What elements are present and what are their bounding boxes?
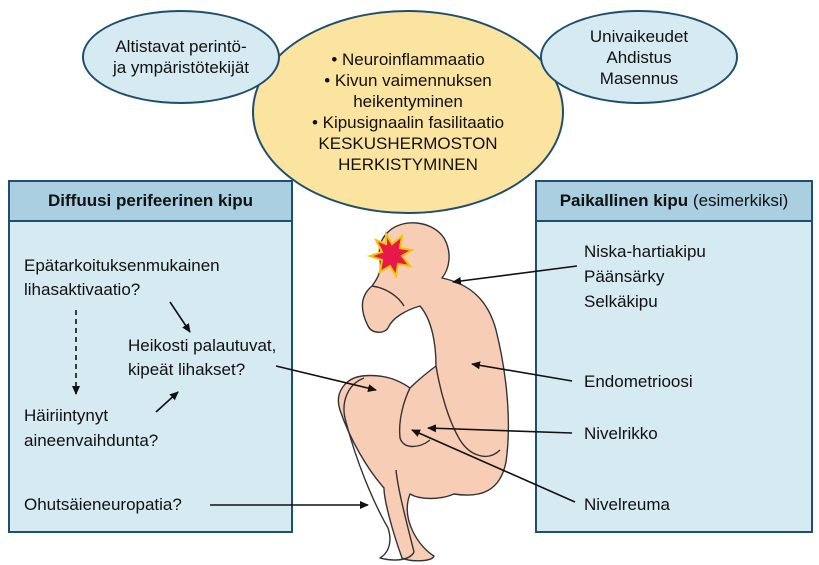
arrow-metabolism-to-muscles: [156, 392, 178, 412]
thinker-figure: [338, 223, 508, 561]
arrow-to-back: [453, 266, 577, 282]
right-item-4: Nivelreuma: [584, 494, 670, 515]
right-item-1-line2: Päänsärky: [584, 266, 664, 287]
left-item-3-line1: Häiriintynyt: [24, 405, 108, 426]
right-item-3: Nivelrikko: [584, 423, 658, 444]
right-item-1-line3: Selkäkipu: [584, 291, 658, 312]
left-item-3-line2: aineenvaihdunta?: [24, 430, 158, 451]
right-item-1-line1: Niska-hartiakipu: [584, 241, 706, 262]
right-item-2: Endometrioosi: [584, 371, 693, 392]
arrow-activation-to-muscles: [170, 302, 190, 332]
left-item-1-line2: lihasaktivaatio?: [24, 279, 140, 300]
left-item-1-line1: Epätarkoituksenmukainen: [24, 255, 220, 276]
left-item-2-line2: kipeät lihakset?: [128, 359, 245, 380]
left-item-4: Ohutsäieneuropatia?: [24, 494, 182, 515]
left-item-2-line1: Heikosti palautuvat,: [128, 335, 276, 356]
